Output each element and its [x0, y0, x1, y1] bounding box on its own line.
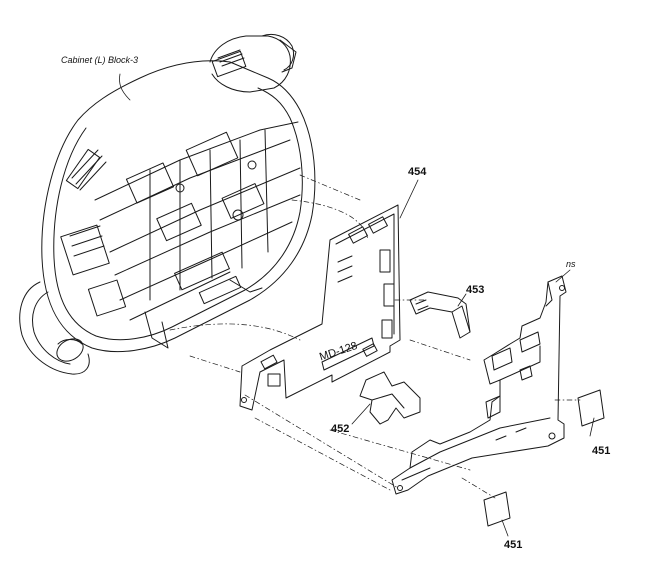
frame-bracket: [391, 275, 567, 495]
cabinet-block-label: Cabinet (L) Block-3: [61, 55, 139, 65]
flex-cable-453: [409, 291, 471, 339]
sheet-452: [359, 371, 421, 425]
ns-label: ns: [566, 259, 576, 269]
part-451-bottom-label: 451: [504, 539, 523, 551]
board-454-md128: [239, 204, 401, 411]
sheet-451-right: [577, 389, 605, 427]
part-452-label: 452: [331, 423, 350, 435]
part-454-label: 454: [408, 166, 427, 178]
cabinet-block-assembly: [19, 33, 316, 375]
part-451-right-label: 451: [592, 445, 611, 457]
part-453-label: 453: [466, 284, 485, 296]
sheet-451-bottom: [483, 491, 511, 527]
leader-lines: [119, 73, 595, 537]
